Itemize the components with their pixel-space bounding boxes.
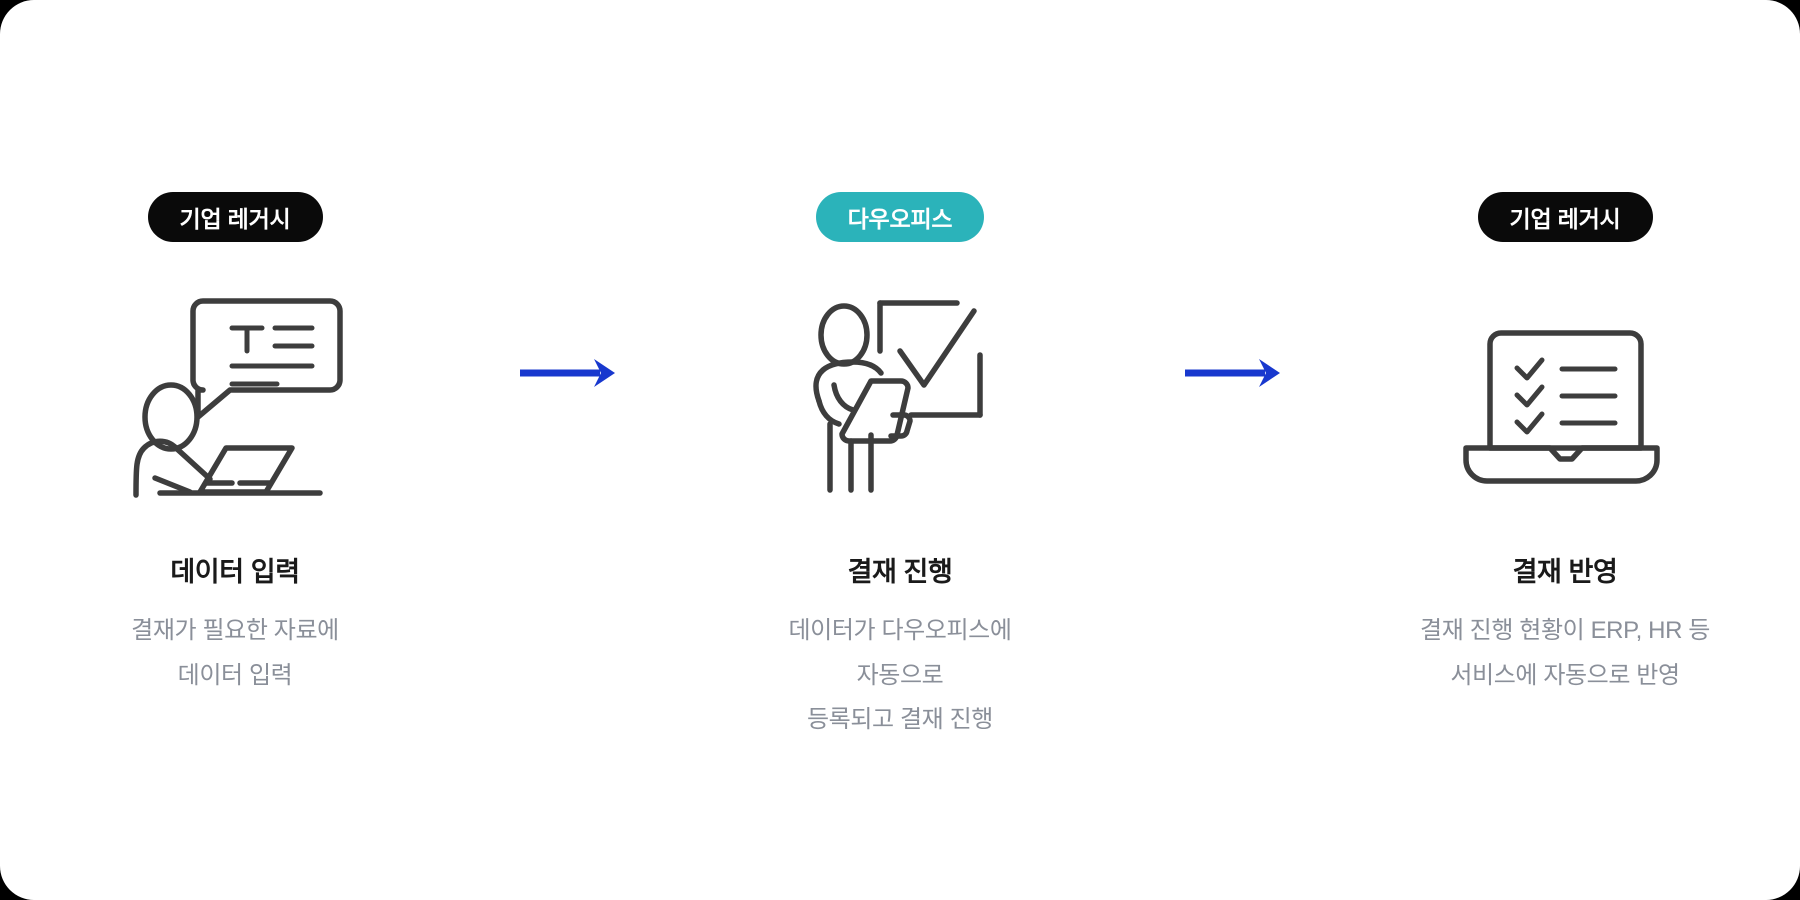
step-description-line: 결재가 필요한 자료에 (131, 617, 339, 644)
step-description-3: 결재 진행 현황이 ERP, HR 등 서비스에 자동으로 반영 (1420, 609, 1710, 698)
step-description-line: 데이터가 다우오피스에 (788, 617, 1012, 644)
step-description-line: 등록되고 결재 진행 (807, 706, 993, 734)
arrow-right-icon (1184, 359, 1280, 387)
arrow-right-icon (519, 359, 615, 387)
step-badge-3: 기업 레거시 (1477, 192, 1653, 242)
step-description-line: 데이터 입력 (177, 661, 293, 689)
flow-connector-2 (1135, 0, 1330, 391)
step-description-line: 결재 진행 현황이 ERP, HR 등 (1420, 617, 1710, 644)
step-description-1: 결재가 필요한 자료에 데이터 입력 (131, 609, 339, 698)
step-description-line: 자동으로 (856, 661, 944, 689)
step-title-2: 결재 진행 (847, 557, 953, 587)
flow-step-data-entry: 기업 레거시 (0, 0, 470, 698)
step-title-3: 결재 반영 (1512, 557, 1618, 587)
step-badge-1: 기업 레거시 (147, 192, 323, 242)
step-description-2: 데이터가 다우오피스에 자동으로 등록되고 결재 진행 (788, 609, 1011, 743)
flow-connector-1 (470, 0, 665, 391)
person-with-tablet-and-checkmark-icon (805, 290, 995, 500)
flow-step-approval-reflection: 기업 레거시 결재 반영 결재 진행 현황이 E (1330, 0, 1800, 698)
flow-step-approval-progress: 다우오피스 (665, 0, 1135, 743)
step-badge-2: 다우오피스 (815, 192, 985, 242)
step-description-line: 서비스에 자동으로 반영 (1450, 661, 1680, 689)
person-at-laptop-with-text-bubble-icon (120, 290, 350, 500)
step-title-1: 데이터 입력 (170, 557, 300, 587)
laptop-with-checklist-icon (1458, 290, 1673, 500)
